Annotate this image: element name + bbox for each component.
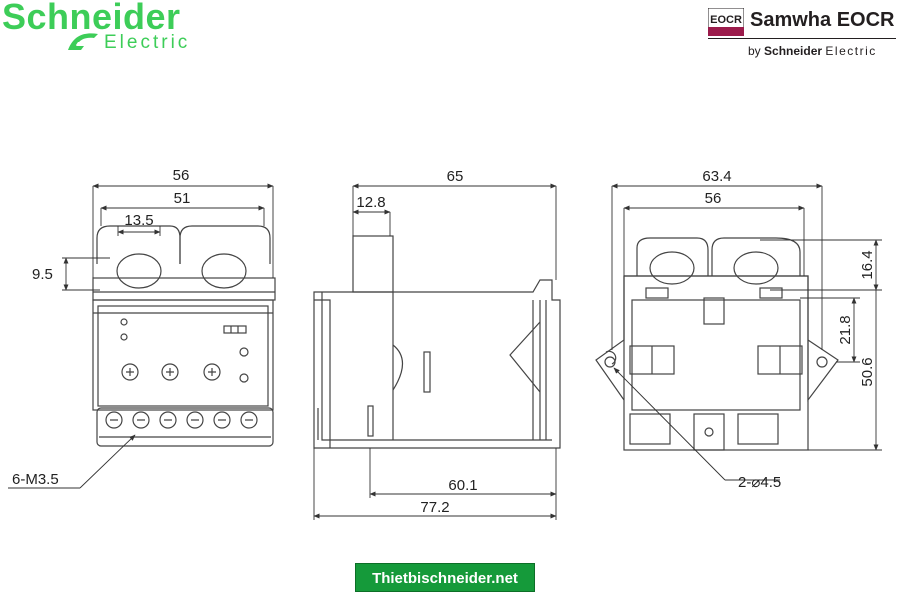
dim-front-overall-width: 56 — [173, 167, 190, 184]
dim-side-overall: 65 — [447, 168, 464, 185]
schneider-logo-icon — [68, 33, 98, 50]
by-schneider-line: by Schneider Electric — [748, 44, 877, 58]
front-view-dimensions — [8, 183, 274, 489]
dim-back-holes: 2-⌀4.5 — [738, 474, 781, 491]
side-view — [313, 235, 561, 449]
side-view-dimensions — [313, 183, 557, 520]
dim-front-window-pitch: 13.5 — [124, 212, 153, 229]
back-view-dimensions — [611, 183, 882, 481]
samwha-eocr-logo: EOCR Samwha EOCR by Schneider Electric — [706, 4, 900, 64]
by-brand-text: Schneider — [764, 44, 823, 58]
by-text: by — [748, 44, 761, 58]
dim-back-top-offset: 16.4 — [859, 250, 876, 279]
dim-back-mid-offset: 21.8 — [837, 315, 854, 344]
eocr-badge-icon: EOCR — [708, 8, 744, 36]
dim-front-screws: 6-M3.5 — [12, 471, 59, 488]
electric-wordmark: Electric — [104, 32, 191, 53]
eocr-badge-label: EOCR — [710, 14, 742, 26]
logo-divider — [708, 38, 896, 39]
front-view — [92, 225, 276, 447]
back-view — [595, 237, 839, 451]
dim-back-inner-width: 56 — [705, 190, 722, 207]
dim-side-tab: 12.8 — [356, 194, 385, 211]
dim-side-total: 77.2 — [420, 499, 449, 516]
dim-front-window-height: 9.5 — [32, 266, 53, 283]
dim-side-base: 60.1 — [448, 477, 477, 494]
schneider-wordmark: Schneider — [2, 0, 181, 37]
dim-back-overall-width: 63.4 — [702, 168, 731, 185]
by-suffix-text: Electric — [825, 44, 877, 58]
website-link[interactable]: Thietbischneider.net — [355, 563, 535, 592]
samwha-eocr-name: Samwha EOCR — [750, 9, 895, 31]
dim-back-height: 50.6 — [859, 357, 876, 386]
schneider-electric-logo: Schneider Electric — [0, 0, 260, 60]
dim-front-inner-width: 51 — [174, 190, 191, 207]
